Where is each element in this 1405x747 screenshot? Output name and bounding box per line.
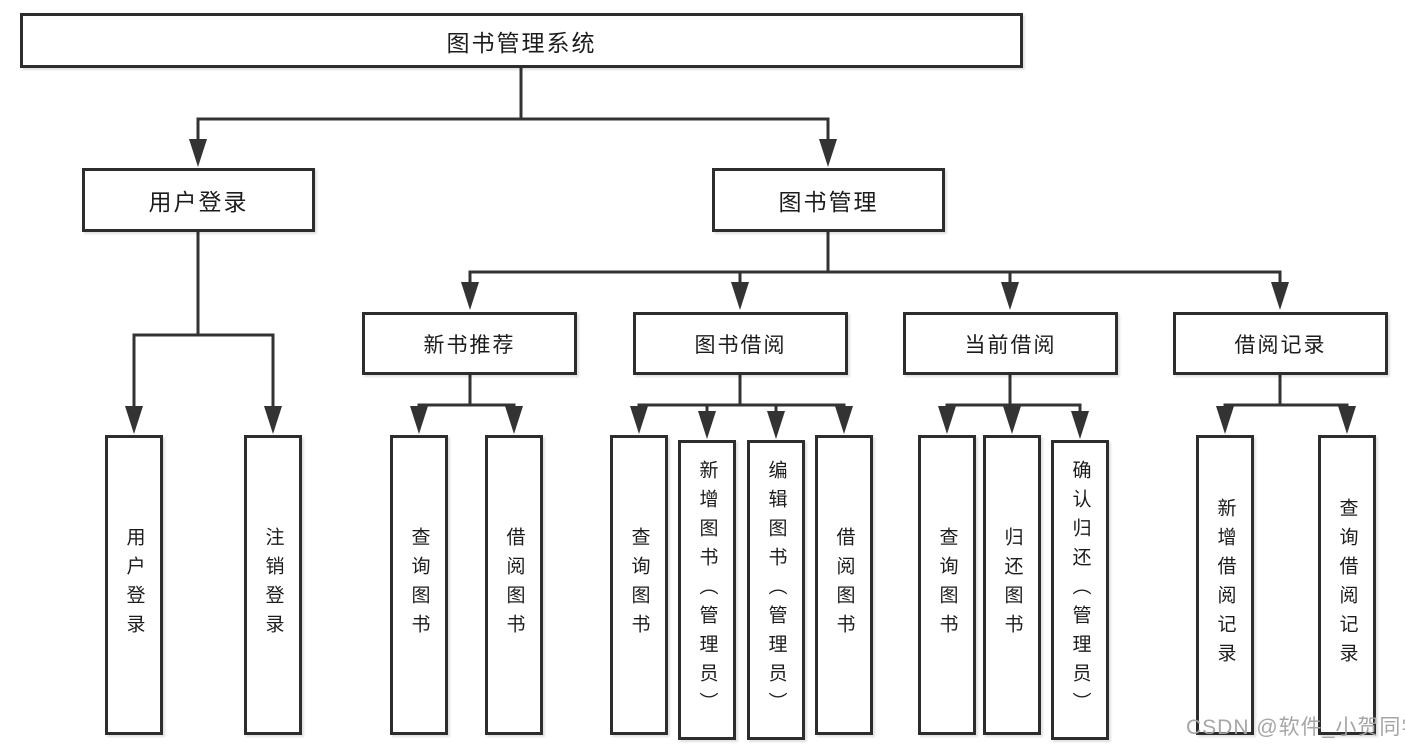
leaf-user-login-label: 用户登录	[123, 527, 145, 643]
leaf-recommend-query-books-label: 查询图书	[408, 527, 430, 643]
leaf-borrow-borrow-books: 借阅图书	[815, 435, 873, 735]
connector-book-management	[468, 230, 1282, 294]
connector-new-book-recommend	[417, 373, 516, 420]
connector-root	[196, 66, 830, 152]
node-new-book-recommend: 新书推荐	[362, 312, 577, 375]
leaf-recommend-query-books: 查询图书	[390, 435, 448, 735]
connector-book-borrow	[637, 373, 846, 424]
leaf-current-query-books: 查询图书	[918, 435, 976, 735]
leaf-records-query-record: 查询借阅记录	[1318, 435, 1376, 735]
node-borrow-records: 借阅记录	[1173, 312, 1388, 375]
leaf-current-return-books: 归还图书	[983, 435, 1041, 735]
leaf-records-add-record: 新增借阅记录	[1196, 435, 1254, 735]
leaf-logout: 注销登录	[244, 435, 302, 735]
leaf-borrow-borrow-books-label: 借阅图书	[833, 527, 855, 643]
node-current-borrow: 当前借阅	[903, 312, 1118, 375]
leaf-borrow-edit-books-admin-label: 编辑图书（管理员）	[765, 459, 787, 721]
leaf-recommend-borrow-books-label: 借阅图书	[503, 527, 525, 643]
node-user-login: 用户登录	[82, 168, 315, 232]
leaf-current-confirm-return-admin-label: 确认归还（管理员）	[1069, 459, 1091, 721]
leaf-borrow-add-books-admin-label: 新增图书（管理员）	[696, 459, 718, 721]
node-root: 图书管理系统	[20, 13, 1023, 68]
leaf-logout-label: 注销登录	[262, 527, 284, 643]
leaf-borrow-query-books: 查询图书	[610, 435, 668, 735]
leaf-borrow-add-books-admin: 新增图书（管理员）	[678, 440, 736, 740]
node-book-borrow: 图书借阅	[633, 312, 848, 375]
leaf-recommend-borrow-books: 借阅图书	[485, 435, 543, 735]
leaf-current-query-books-label: 查询图书	[936, 527, 958, 643]
csdn-watermark: CSDN @软件_小贺同学	[1186, 716, 1405, 739]
connector-borrow-records	[1223, 373, 1349, 420]
leaf-current-return-books-label: 归还图书	[1001, 527, 1023, 643]
leaf-records-add-record-label: 新增借阅记录	[1214, 498, 1236, 672]
leaf-records-query-record-label: 查询借阅记录	[1336, 498, 1358, 672]
leaf-borrow-edit-books-admin: 编辑图书（管理员）	[747, 440, 805, 740]
leaf-borrow-query-books-label: 查询图书	[628, 527, 650, 643]
leaf-user-login: 用户登录	[105, 435, 163, 735]
leaf-current-confirm-return-admin: 确认归还（管理员）	[1051, 440, 1109, 740]
node-book-management: 图书管理	[712, 168, 945, 232]
connector-user-login	[132, 230, 275, 418]
